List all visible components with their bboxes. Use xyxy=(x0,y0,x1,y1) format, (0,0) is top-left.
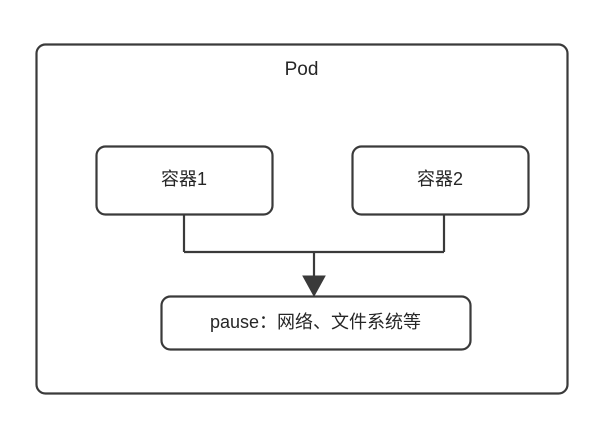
arrow-head-icon xyxy=(302,275,326,298)
pause-container-box[interactable] xyxy=(160,295,472,351)
container-2-box[interactable] xyxy=(351,145,530,216)
container-1-box[interactable] xyxy=(95,145,274,216)
